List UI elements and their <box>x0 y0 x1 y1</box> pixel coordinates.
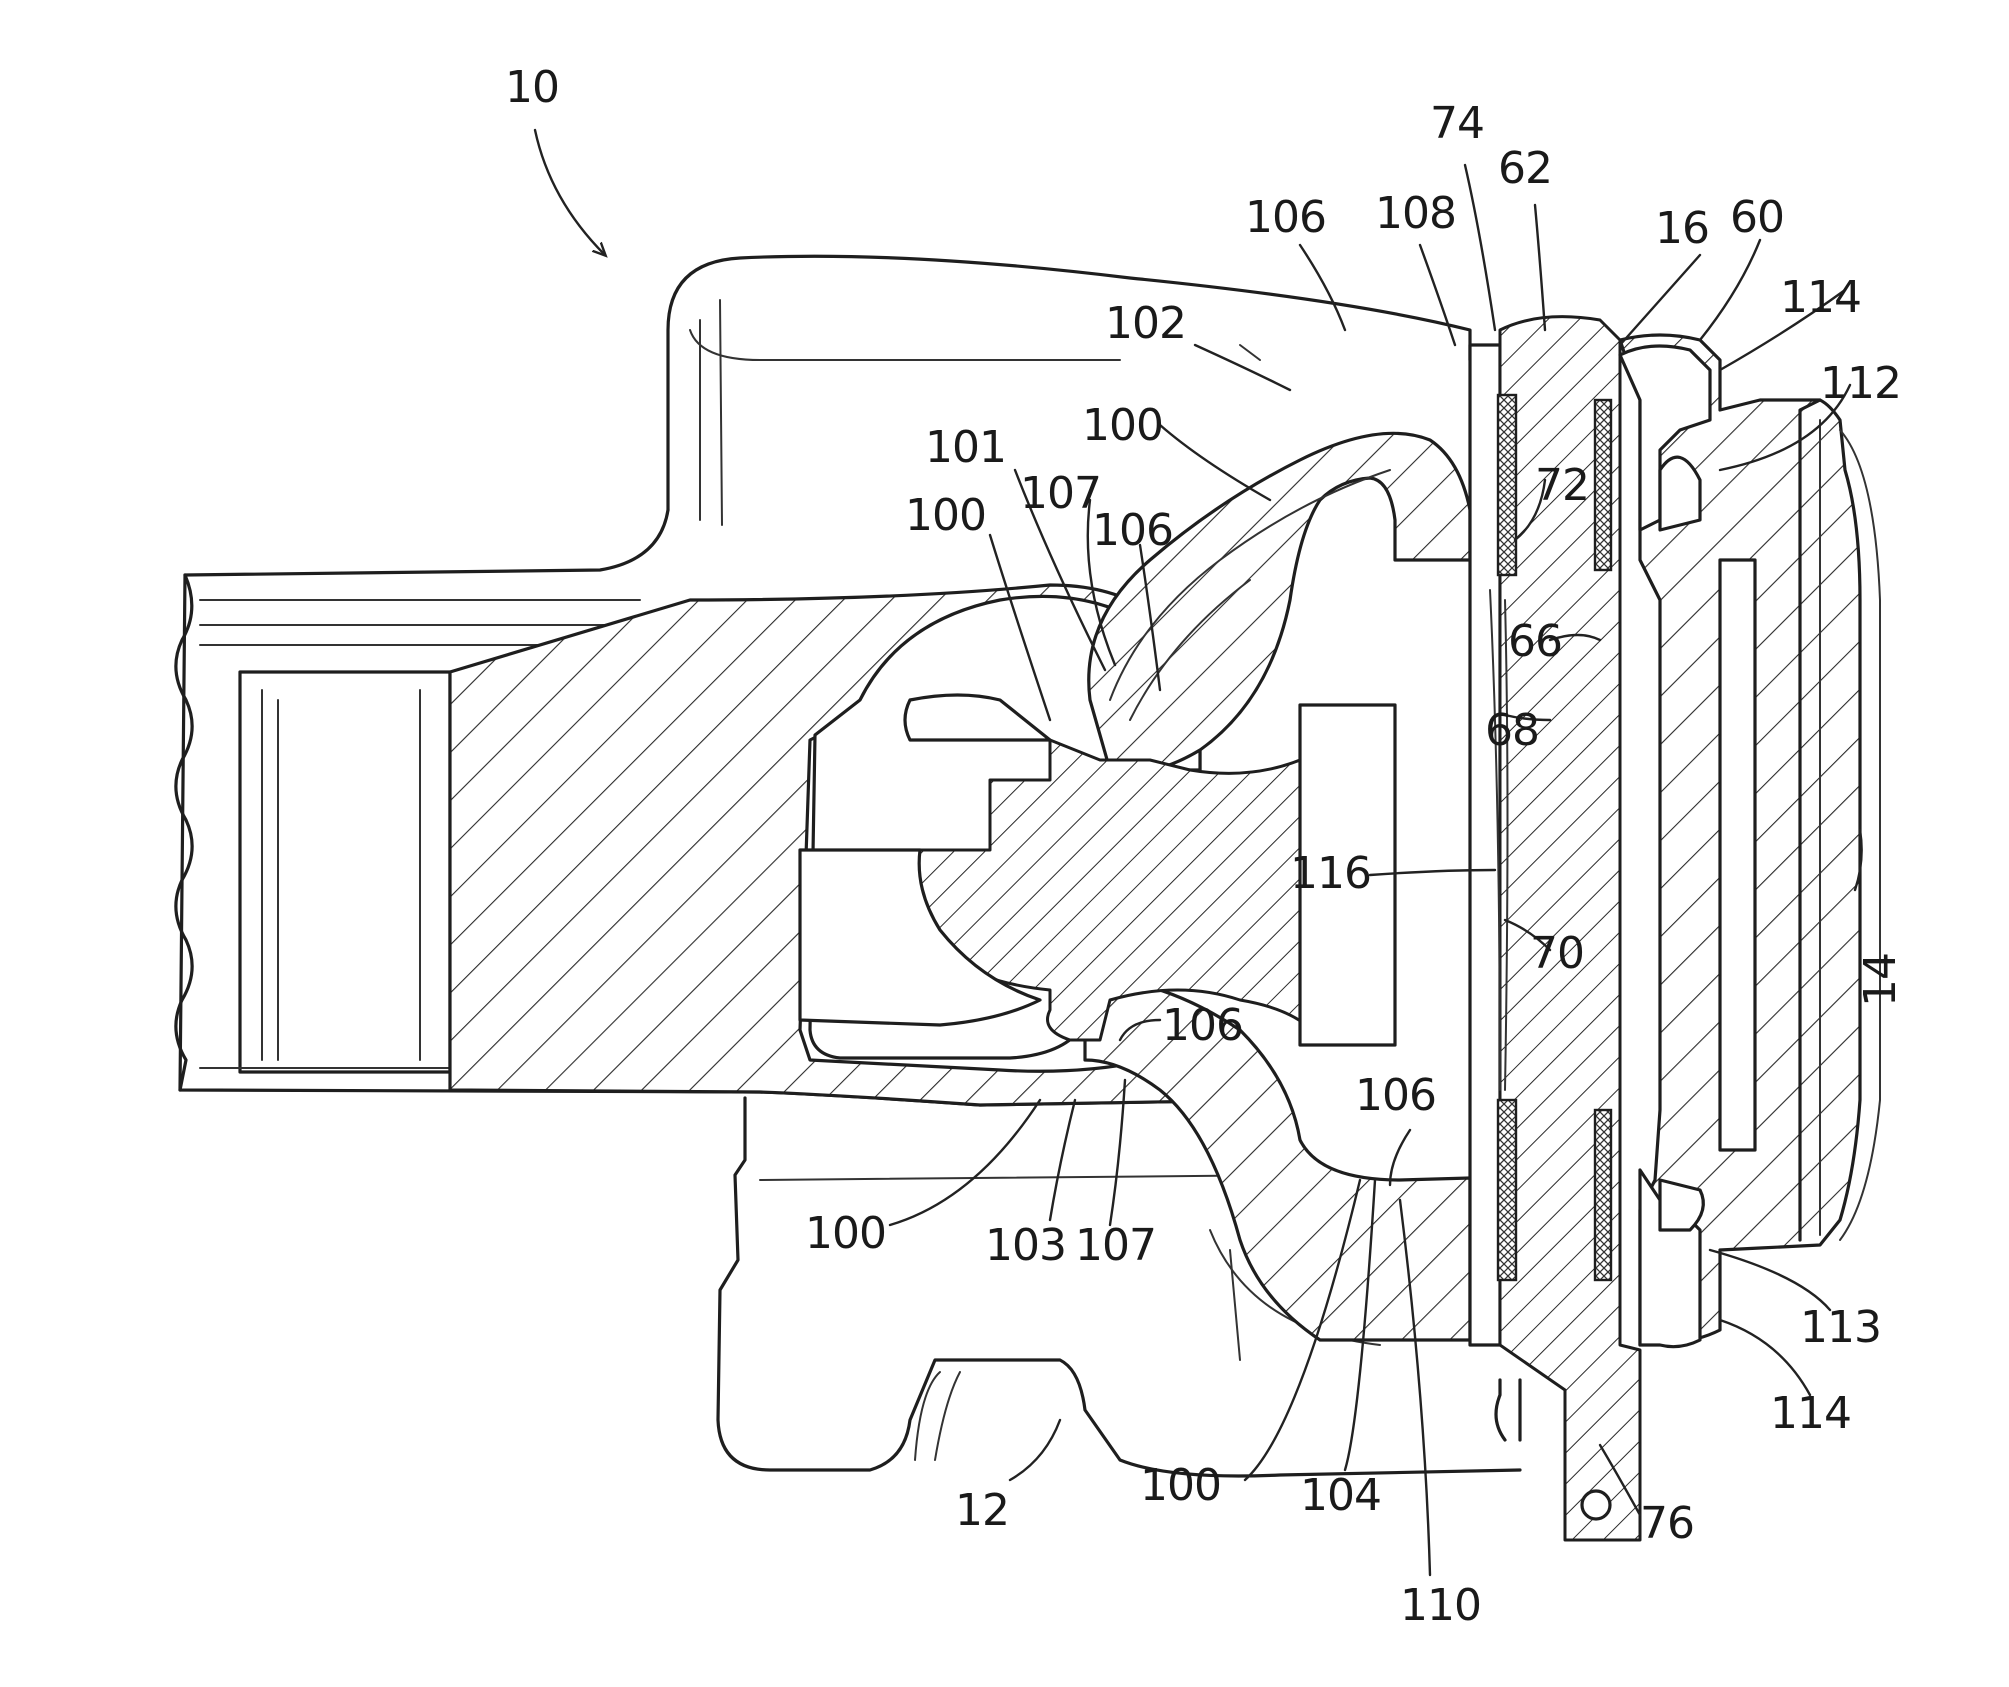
ref-104: 104 <box>1300 1470 1381 1521</box>
ref-107-low: 107 <box>1075 1220 1156 1271</box>
ref-107-upper: 107 <box>1020 468 1101 519</box>
arm-bore <box>240 672 450 1072</box>
ref-100-bot: 100 <box>1140 1460 1221 1511</box>
cap-14 <box>1620 335 1880 1347</box>
ref-72: 72 <box>1535 460 1589 511</box>
sleeve-72-upper <box>1498 395 1516 575</box>
ref-60: 60 <box>1730 192 1784 243</box>
ref-100-left: 100 <box>905 490 986 541</box>
sleeve-72-lower <box>1498 1100 1516 1280</box>
ref-16: 16 <box>1655 203 1709 254</box>
ref-68: 68 <box>1485 705 1539 756</box>
ref-106-top: 106 <box>1245 192 1326 243</box>
ref-10: 10 <box>505 62 559 113</box>
ref-14: 14 <box>1855 953 1906 1007</box>
diaphragm-upper <box>1089 433 1470 772</box>
cap-slot <box>1720 560 1755 1150</box>
ref-76: 76 <box>1640 1498 1694 1549</box>
sleeve-66-upper <box>1595 400 1611 570</box>
pin-hole <box>1582 1491 1610 1519</box>
ref-70: 70 <box>1530 928 1584 979</box>
ref-100-low: 100 <box>805 1208 886 1259</box>
ref-62: 62 <box>1498 143 1552 194</box>
ref-106-bot: 106 <box>1355 1070 1436 1121</box>
cap-lip-upper-step <box>1660 457 1700 530</box>
ref-112: 112 <box>1820 358 1901 409</box>
ref-12: 12 <box>955 1485 1009 1536</box>
sleeve-66-lower <box>1595 1110 1611 1280</box>
ref-114-top: 114 <box>1780 272 1861 323</box>
ref-102: 102 <box>1105 298 1186 349</box>
ref-110: 110 <box>1400 1580 1481 1631</box>
ref-74: 74 <box>1430 98 1484 149</box>
ref-101: 101 <box>925 422 1006 473</box>
ref-106-low: 106 <box>1162 1000 1243 1051</box>
ref-116: 116 <box>1290 848 1371 899</box>
ref-66: 66 <box>1508 616 1562 667</box>
ref-103: 103 <box>985 1220 1066 1271</box>
ref-106-mid: 106 <box>1092 505 1173 556</box>
ref-100-upper: 100 <box>1082 400 1163 451</box>
ref-113: 113 <box>1800 1302 1881 1353</box>
ref-108: 108 <box>1375 188 1456 239</box>
ref-114-bot: 114 <box>1770 1388 1851 1439</box>
diaphragm-lower <box>1084 980 1470 1340</box>
